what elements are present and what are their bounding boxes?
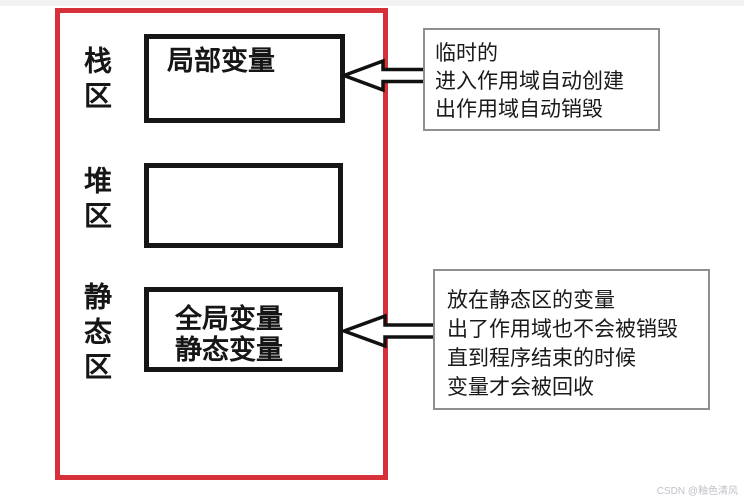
region-label-heap: 堆区 [80, 166, 111, 236]
static-region-box: 全局变量 静态变量 [144, 287, 343, 372]
static-annotation-box: 放在静态区的变量 出了作用域也不会被销毁 直到程序结束的时候 变量才会被回收 [433, 269, 710, 410]
annotation-line: 临时的 [435, 41, 498, 65]
stack-box-text: 局部变量 [167, 46, 275, 76]
memory-frame [55, 8, 388, 480]
page-top-strip [0, 0, 744, 6]
region-label-static: 静态区 [80, 282, 111, 387]
annotation-line: 直到程序结束的时候 [447, 346, 636, 370]
static-box-text-global: 全局变量 [175, 304, 283, 334]
static-box-text-static: 静态变量 [175, 335, 283, 365]
region-label-stack: 栈区 [80, 46, 111, 116]
annotation-line: 放在静态区的变量 [447, 288, 615, 312]
annotation-line: 出作用域自动销毁 [435, 97, 603, 121]
annotation-line: 进入作用域自动创建 [435, 69, 624, 93]
left-block-arrow-icon [341, 313, 438, 349]
stack-annotation-box: 临时的 进入作用域自动创建 出作用域自动销毁 [423, 28, 660, 131]
heap-region-box [144, 163, 343, 248]
left-block-arrow-icon [341, 58, 432, 93]
annotation-line: 变量才会被回收 [447, 375, 594, 399]
stack-region-box: 局部变量 [144, 34, 345, 123]
annotation-line: 出了作用域也不会被销毁 [447, 317, 678, 341]
csdn-watermark: CSDN @釉色清风 [656, 486, 738, 497]
